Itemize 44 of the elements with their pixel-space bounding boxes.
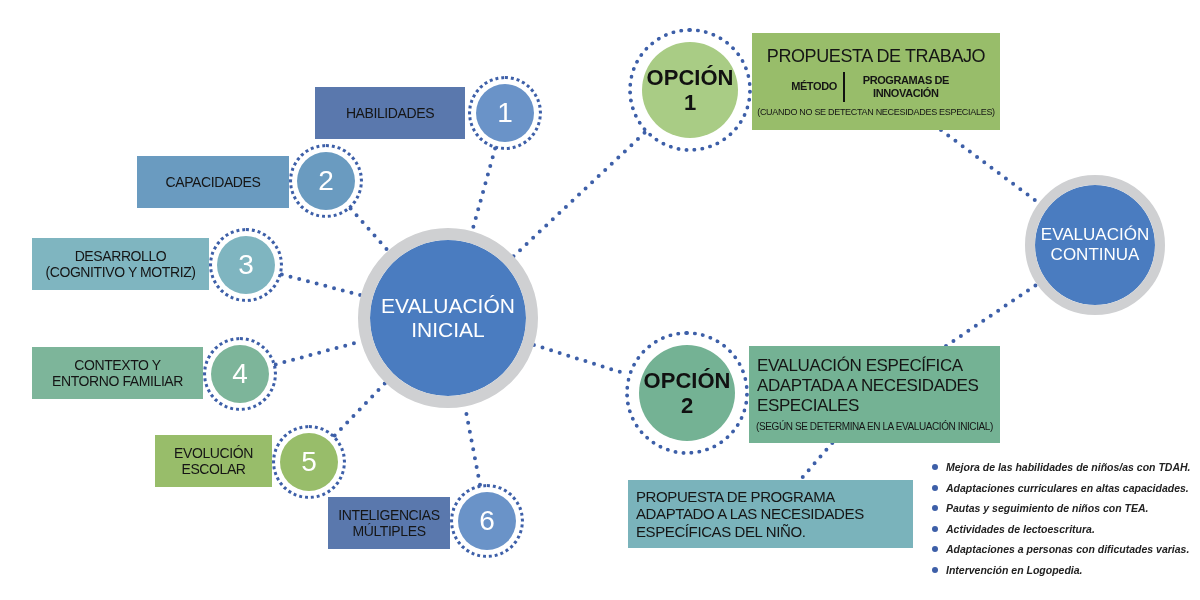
circle-label: OPCIÓN 1 [645,64,735,116]
circle-label: 5 [301,445,317,479]
list-item: Pautas y seguimiento de niños con TEA. [946,502,1149,514]
list-item: Adaptaciones a personas con dificutades varias. [946,543,1190,555]
dotted-connector [348,206,391,253]
node-label: CAPACIDADES [165,173,261,191]
label-tab [315,87,465,139]
label-tab [137,156,289,208]
node-label: INTELIGENCIAS MÚLTIPLES [337,506,441,540]
label-tab [32,347,203,399]
dotted-connector [279,272,363,298]
banner-title: PROPUESTA DE TRABAJO [766,46,986,67]
label-tab [32,238,209,290]
list-item: Actividades de lectoescritura. [946,522,1095,535]
circle-label: OPCIÓN 2 [642,367,732,419]
dotted-connector [798,441,835,482]
circle-label: 2 [318,164,334,198]
option-banner [749,346,1000,443]
node-label: DESARROLLO (COGNITIVO Y MOTRIZ) [44,247,197,281]
banner-subtitle: PROGRAMAS DE INNOVACIÓN [861,74,950,100]
list-item: Adaptaciones curriculares en altas capacidades. [946,481,1189,494]
node-label: CONTEXTO Y ENTORNO FAMILIAR [51,356,184,390]
node-label: EVOLUCIÓN ESCOLAR [173,444,254,478]
banner-subtitle: MÉTODO [791,80,837,93]
dotted-connector [511,130,647,259]
circle-label: 3 [238,248,254,282]
circle-label: 6 [479,504,495,538]
node-label: EVALUACIÓN ESPECÍFICA ADAPTADA A NECESIDADES ESPECIALES [757,356,980,416]
banner-note: (CUANDO NO SE DETECTAN NECESIDADES ESPECIALES) [757,106,995,117]
program-box [628,480,913,548]
option-banner [752,33,1000,130]
circle-label: 1 [497,96,513,130]
circle-label: EVALUACIÓN CONTINUA [1040,225,1150,265]
dotted-connector [332,380,388,438]
circle-label: 4 [232,357,248,391]
label-tab [328,497,450,549]
node-label: (SEGÚN SE DETERMINA EN LA EVALUACIÓN INICIAL) [756,421,993,433]
dotted-connector [944,282,1040,348]
label-tab [155,435,272,487]
list-item: Mejora de las habilidades de niños/as con TDAH. [946,461,1191,473]
node-label: HABILIDADES [345,104,435,122]
list-item: Intervención en Logopedia. [946,563,1083,576]
circle-label: EVALUACIÓN INICIAL [380,293,516,343]
node-label: PROPUESTA DE PROGRAMA ADAPTADO A LAS NECESIDADES ESPECÍFICAS DEL NIÑO. [636,488,865,540]
